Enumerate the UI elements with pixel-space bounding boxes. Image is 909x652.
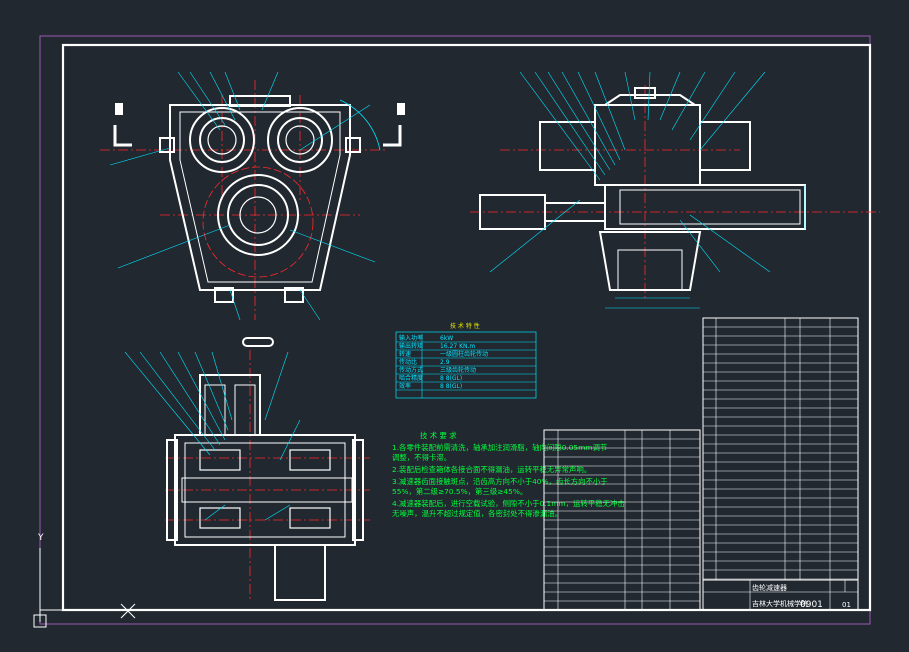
drawing-border <box>61 43 872 612</box>
top-view-leaders <box>489 71 771 273</box>
title-block-name: 齿轮减速器 <box>752 583 787 592</box>
specs-table: 技 术 特 性 输入功率 6kW 输出转矩 16.27 KN.m 转速 一级圆柱… <box>395 322 537 399</box>
section-view-leaders <box>124 351 301 521</box>
tech-notes-title: 技 术 要 求 <box>420 431 457 440</box>
spec-value-3: 2.9 <box>440 359 450 366</box>
tech-note-line-1: 调整，不得卡滞。 <box>392 453 451 462</box>
specs-table-title: 技 术 特 性 <box>450 322 480 330</box>
spec-label-3: 传动比 <box>399 358 417 366</box>
spec-value-6: 8 8(GL) <box>440 383 462 390</box>
parts-list-left <box>543 429 701 611</box>
spec-value-2: 一级圆柱齿轮传动 <box>440 350 488 358</box>
top-view <box>470 85 880 309</box>
front-view-leaders <box>109 71 376 321</box>
title-block-sheet: 01 <box>842 601 851 609</box>
spec-value-1: 16.27 KN.m <box>440 343 475 350</box>
section-view <box>165 337 370 601</box>
spec-label-1: 输出转矩 <box>399 342 423 350</box>
tech-note-line-2: 2.装配后检查箱体各接合面不得漏油，运转平稳无异常声响。 <box>392 465 591 474</box>
spec-label-6: 效率 <box>399 382 411 390</box>
tech-note-line-0: 1.各零件装配前需清洗，轴承加注润滑脂，轴向间隙0.05mm调节 <box>392 443 607 452</box>
tech-note-line-4: 55%，第二级≥70.5%，第三级≥45%。 <box>392 487 527 496</box>
title-block-drawing-no: 0901 <box>800 600 823 610</box>
spec-label-2: 转速 <box>399 350 411 358</box>
spec-label-5: 啮合精度 <box>399 374 423 382</box>
tech-note-line-3: 3.减速器齿面接触斑点，沿齿高方向不小于40%，齿长方向不小于 <box>392 477 608 486</box>
outer-frame <box>39 35 871 625</box>
spec-value-0: 6kW <box>440 335 453 342</box>
tech-notes: 技 术 要 求 1.各零件装配前需清洗，轴承加注润滑脂，轴向间隙0.05mm调节… <box>392 431 625 518</box>
title-block-school: 吉林大学机械学院 <box>752 599 808 608</box>
spec-label-0: 输入功率 <box>399 334 423 342</box>
parts-list-right <box>702 317 859 581</box>
title-block: 齿轮减速器 吉林大学机械学院 0901 01 <box>702 579 859 611</box>
spec-value-5: 8 8(GL) <box>440 375 462 382</box>
spec-value-4: 三级齿轮传动 <box>440 366 476 374</box>
front-view <box>100 80 405 320</box>
ucs-y-label: Y <box>37 533 44 543</box>
tech-note-line-6: 无噪声，温升不超过规定值，各密封处不得渗漏油。 <box>392 509 562 518</box>
spec-label-4: 传动方式 <box>399 366 423 374</box>
tech-note-line-5: 4.减速器装配后，进行空载试验，侧隙不小于0.1mm，运转平稳无冲击 <box>392 499 625 508</box>
ucs-icon <box>33 548 136 628</box>
